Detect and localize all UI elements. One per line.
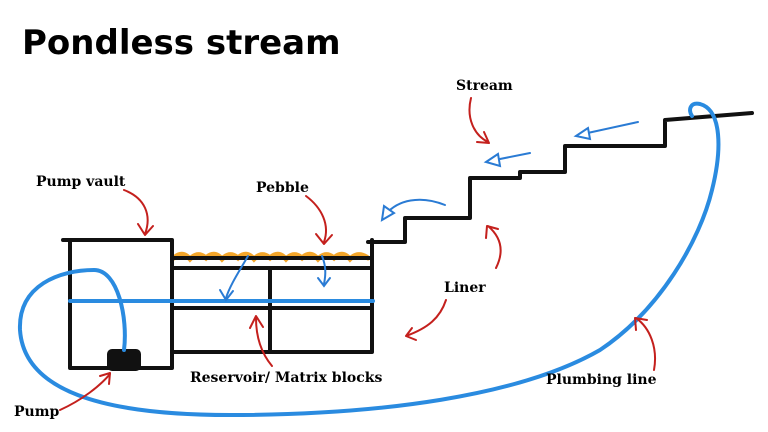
label-pump-vault: Pump vault <box>36 174 126 190</box>
label-stream: Stream <box>456 78 513 94</box>
label-reservoir: Reservoir/ Matrix blocks <box>190 370 382 386</box>
plumbing-pointer <box>634 317 656 371</box>
flow-arrow-4 <box>225 255 249 299</box>
pointer-arrows <box>59 97 656 411</box>
pebble-pointer <box>305 195 333 245</box>
reservoir-pointer <box>249 315 273 367</box>
flow-arrow-head-2 <box>483 152 502 168</box>
pump-pointer <box>59 372 111 411</box>
pump-vault-pointer <box>123 189 154 236</box>
flow-arrow-5 <box>321 255 327 285</box>
pump-body <box>107 349 141 371</box>
matrix-blocks <box>170 238 374 354</box>
flow-arrow-head-3 <box>380 204 396 222</box>
flow-arrow-2 <box>494 152 531 161</box>
plumbing-line <box>17 101 721 417</box>
label-pump: Pump <box>14 404 60 420</box>
liner-pointer-up <box>485 225 502 269</box>
stream-steps <box>366 111 754 244</box>
label-plumbing-line: Plumbing line <box>546 372 657 388</box>
diagram-title: Pondless stream <box>22 23 341 63</box>
flow-arrows <box>219 121 639 302</box>
pump-vault <box>61 238 174 370</box>
stream-pointer <box>468 97 490 144</box>
flow-arrow-5-head <box>317 277 331 288</box>
liner-pointer-down <box>405 299 447 341</box>
flow-arrow-4-head <box>219 289 234 302</box>
flow-arrow-1 <box>582 121 639 135</box>
flow-arrow-3 <box>385 198 446 215</box>
label-pebble: Pebble <box>256 180 309 196</box>
label-liner: Liner <box>444 280 486 296</box>
flow-arrow-head-1 <box>573 126 592 141</box>
